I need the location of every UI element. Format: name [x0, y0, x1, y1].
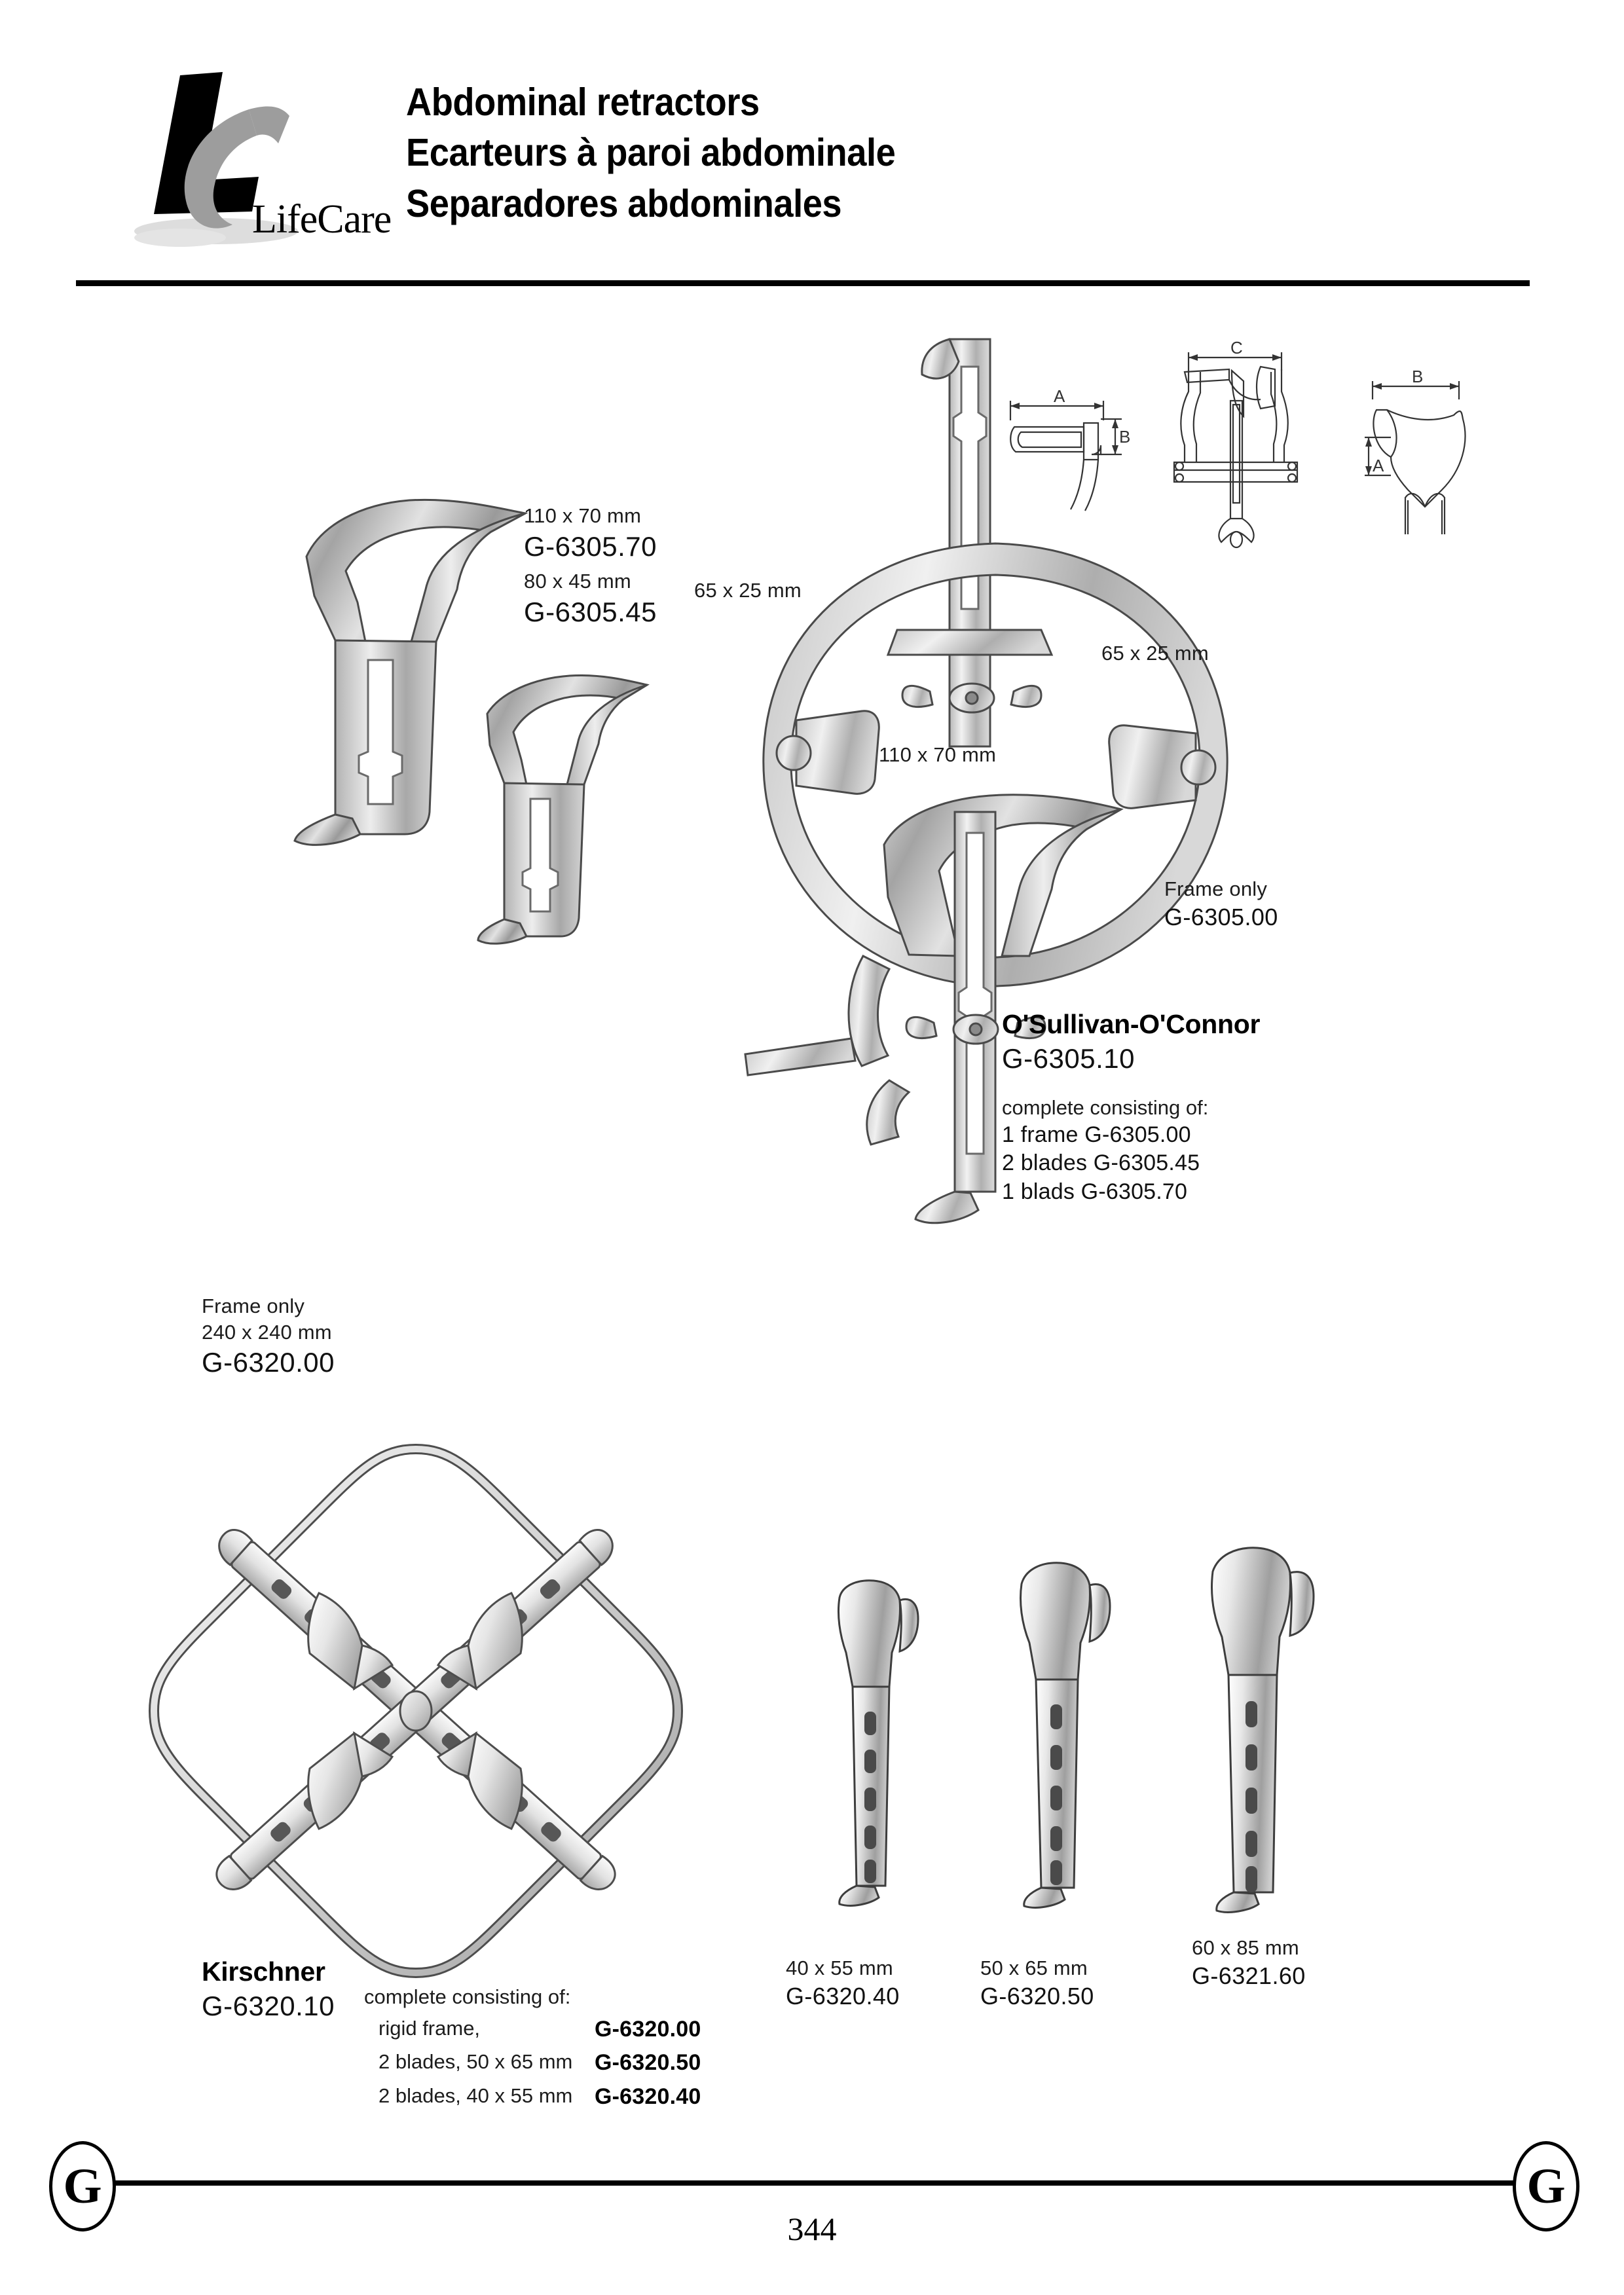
- title-fr: Ecarteurs à paroi abdominale: [406, 131, 896, 175]
- osullivan-oconnor-illustration: [733, 327, 1257, 1231]
- blade-illustration-80x45: [477, 668, 668, 969]
- label-blade-110x70: 110 x 70 mm G-6305.70: [524, 503, 657, 564]
- blade-80x45-code: G-6305.45: [524, 596, 657, 627]
- kirschner-name: Kirschner: [202, 1956, 325, 1987]
- kirschner-row-code: G-6320.40: [595, 2084, 701, 2109]
- lifecare-logo: LifeCare: [118, 62, 393, 259]
- kirschner-blade-code: G-6321.60: [1192, 1962, 1306, 1989]
- kirschner-retractor-illustration: [141, 1437, 691, 1979]
- label-kirschner-blade-50x65: 50 x 65 mm G-6320.50: [980, 1955, 1094, 2011]
- kirschner-blade-code: G-6320.50: [980, 1982, 1094, 2010]
- dim-b-label: B: [1119, 427, 1130, 447]
- diagram-side-view-blade: A B: [1005, 386, 1136, 524]
- page-number: 344: [787, 2211, 837, 2247]
- kirschner-blade-illustration-40x55: [826, 1571, 931, 1919]
- kirschner-row-code: G-6320.00: [595, 2016, 701, 2042]
- label-kirschner-blade-40x55: 40 x 55 mm G-6320.40: [786, 1955, 900, 2011]
- label-centre-blade-size: 110 x 70 mm: [879, 743, 997, 766]
- label-blade-80x45: 80 x 45 mm G-6305.45: [524, 568, 657, 629]
- osullivan-consisting-heading: complete consisting of:: [1002, 1096, 1209, 1119]
- kirschner-consisting-heading: complete consisting of:: [364, 1985, 571, 2008]
- kirschner-frame-only-code: G-6320.00: [202, 1347, 335, 1378]
- osullivan-part-2: 2 blades G-6305.45: [1002, 1150, 1200, 1176]
- kirschner-blade-size: 50 x 65 mm: [980, 1956, 1088, 1979]
- osullivan-name: O'Sullivan-O'Connor: [1002, 1009, 1261, 1039]
- label-kirschner: Kirschner G-6320.10: [202, 1955, 335, 2024]
- footer-divider: [98, 2180, 1526, 2186]
- blade-110x70-size: 110 x 70 mm: [524, 504, 642, 527]
- kirschner-blade-size: 40 x 55 mm: [786, 1956, 893, 1979]
- diagram-blade-face: B A: [1357, 359, 1494, 549]
- dim-a-label: A: [1054, 386, 1065, 406]
- logo-wordmark: LifeCare: [252, 197, 392, 242]
- label-kirschner-blade-60x85: 60 x 85 mm G-6321.60: [1192, 1935, 1306, 1991]
- section-mark-right: G: [1513, 2141, 1579, 2231]
- kirschner-row-code: G-6320.50: [595, 2050, 701, 2076]
- kirschner-frame-only-size: 240 x 240 mm: [202, 1320, 332, 1344]
- osullivan-part-3: 1 blads G-6305.70: [1002, 1179, 1188, 1204]
- blade-110x70-code: G-6305.70: [524, 530, 657, 562]
- kirschner-row-desc: 2 blades, 50 x 65 mm: [378, 2050, 573, 2074]
- kirschner-blade-code: G-6320.40: [786, 1982, 900, 2010]
- dim-a-face-label: A: [1373, 456, 1384, 475]
- label-frame-left-size: 65 x 25 mm: [694, 579, 802, 602]
- label-osullivan-oconnor: O'Sullivan-O'Connor G-6305.10: [1002, 1007, 1261, 1076]
- page-title: Abdominal retractors Ecarteurs à paroi a…: [406, 77, 1388, 229]
- dim-b-face-label: B: [1412, 367, 1423, 386]
- blade-illustration-110x70: [293, 491, 576, 884]
- header-divider: [76, 280, 1530, 286]
- label-frame-right-size: 65 x 25 mm: [1101, 642, 1209, 665]
- frame-only-code: G-6305.00: [1164, 903, 1278, 930]
- kirschner-row-desc: 2 blades, 40 x 55 mm: [378, 2084, 573, 2107]
- kirschner-row-desc: rigid frame,: [378, 2016, 481, 2040]
- frame-only-label: Frame only: [1164, 877, 1268, 900]
- dim-c-label: C: [1230, 338, 1243, 358]
- osullivan-code: G-6305.10: [1002, 1043, 1135, 1074]
- section-mark-left: G: [49, 2141, 116, 2231]
- osullivan-part-1: 1 frame G-6305.00: [1002, 1122, 1191, 1147]
- logo-mark: [134, 72, 298, 247]
- kirschner-code: G-6320.10: [202, 1991, 335, 2022]
- kirschner-blade-illustration-50x65: [1008, 1555, 1123, 1922]
- kirschner-blade-size: 60 x 85 mm: [1192, 1936, 1299, 1959]
- title-es: Separadores abdominales: [406, 181, 842, 225]
- kirschner-composition: complete consisting of: rigid frame, G-6…: [364, 1984, 701, 2111]
- diagram-front-view-frame: C: [1156, 338, 1326, 550]
- kirschner-blade-illustration-60x85: [1198, 1540, 1326, 1926]
- label-frame-only-6305: Frame only G-6305.00: [1164, 876, 1278, 932]
- title-en: Abdominal retractors: [406, 81, 760, 124]
- blade-80x45-size: 80 x 45 mm: [524, 570, 631, 593]
- label-kirschner-frame-only: Frame only 240 x 240 mm G-6320.00: [202, 1293, 335, 1380]
- kirschner-frame-only-label: Frame only: [202, 1294, 305, 1317]
- osullivan-composition: complete consisting of: 1 frame G-6305.0…: [1002, 1095, 1208, 1206]
